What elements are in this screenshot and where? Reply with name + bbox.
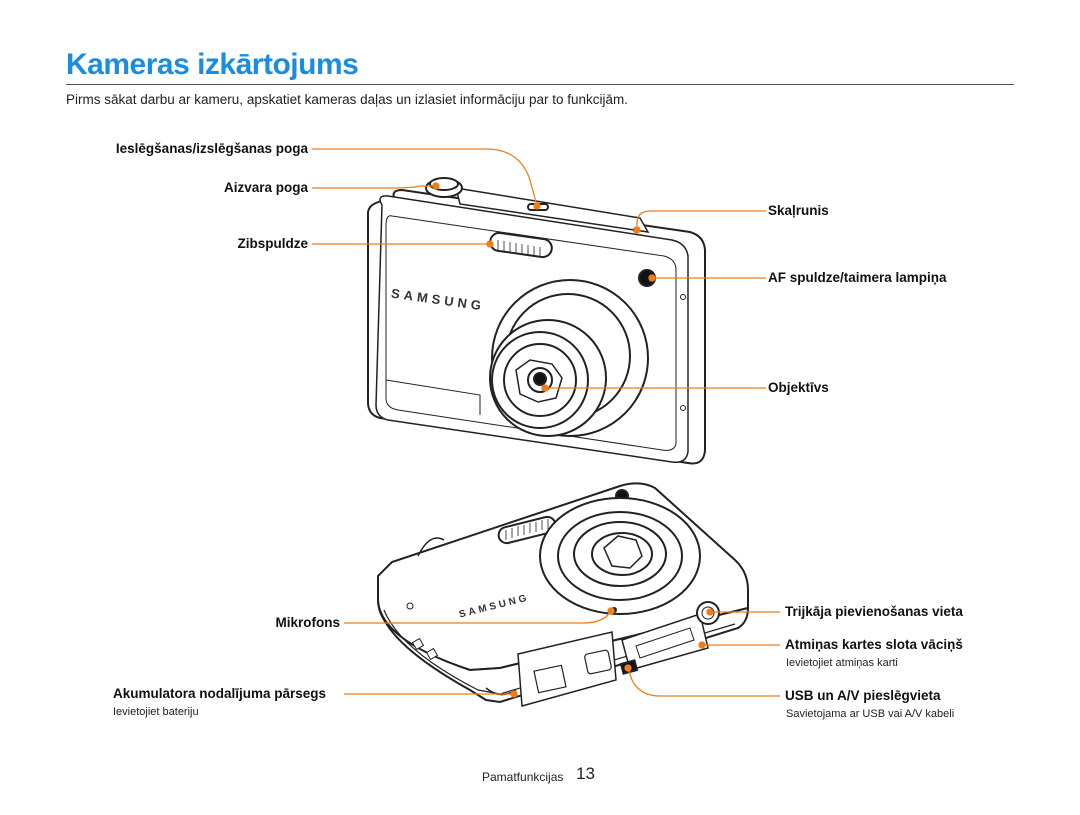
label-microphone: Mikrofons [275,615,340,630]
footer-section: Pamatfunkcijas [482,770,564,784]
label-battery-cover: Akumulatora nodalījuma pārsegs [113,686,327,701]
page-title: Kameras izkārtojums [66,48,359,81]
bottom-camera-drawing [377,482,750,707]
callout-lines [312,148,780,698]
label-usb-port: USB un A/V pieslēgvieta [785,688,941,703]
footer-page-number: 13 [576,764,595,783]
sublabel-card-cover: Ievietojiet atmiņas karti [786,657,898,669]
sublabel-usb-port: Savietojama ar USB vai A/V kabeli [786,708,955,720]
title-divider [66,84,1014,85]
label-power-button: Ieslēgšanas/izslēgšanas poga [115,141,308,156]
sublabel-battery-cover: Ievietojiet bateriju [113,706,199,718]
label-card-cover: Atmiņas kartes slota vāciņš [785,637,963,652]
label-speaker: Skaļrunis [768,203,829,218]
label-flash: Zibspuldze [237,236,309,251]
label-shutter-button: Aizvara poga [223,180,308,195]
label-af-lamp: AF spuldze/taimera lampiņa [768,270,947,285]
label-tripod: Trijkāja pievienošanas vieta [785,604,963,619]
front-camera-drawing [367,177,706,465]
intro-text: Pirms sākat darbu ar kameru, apskatiet k… [66,92,628,107]
label-lens: Objektīvs [768,380,829,395]
